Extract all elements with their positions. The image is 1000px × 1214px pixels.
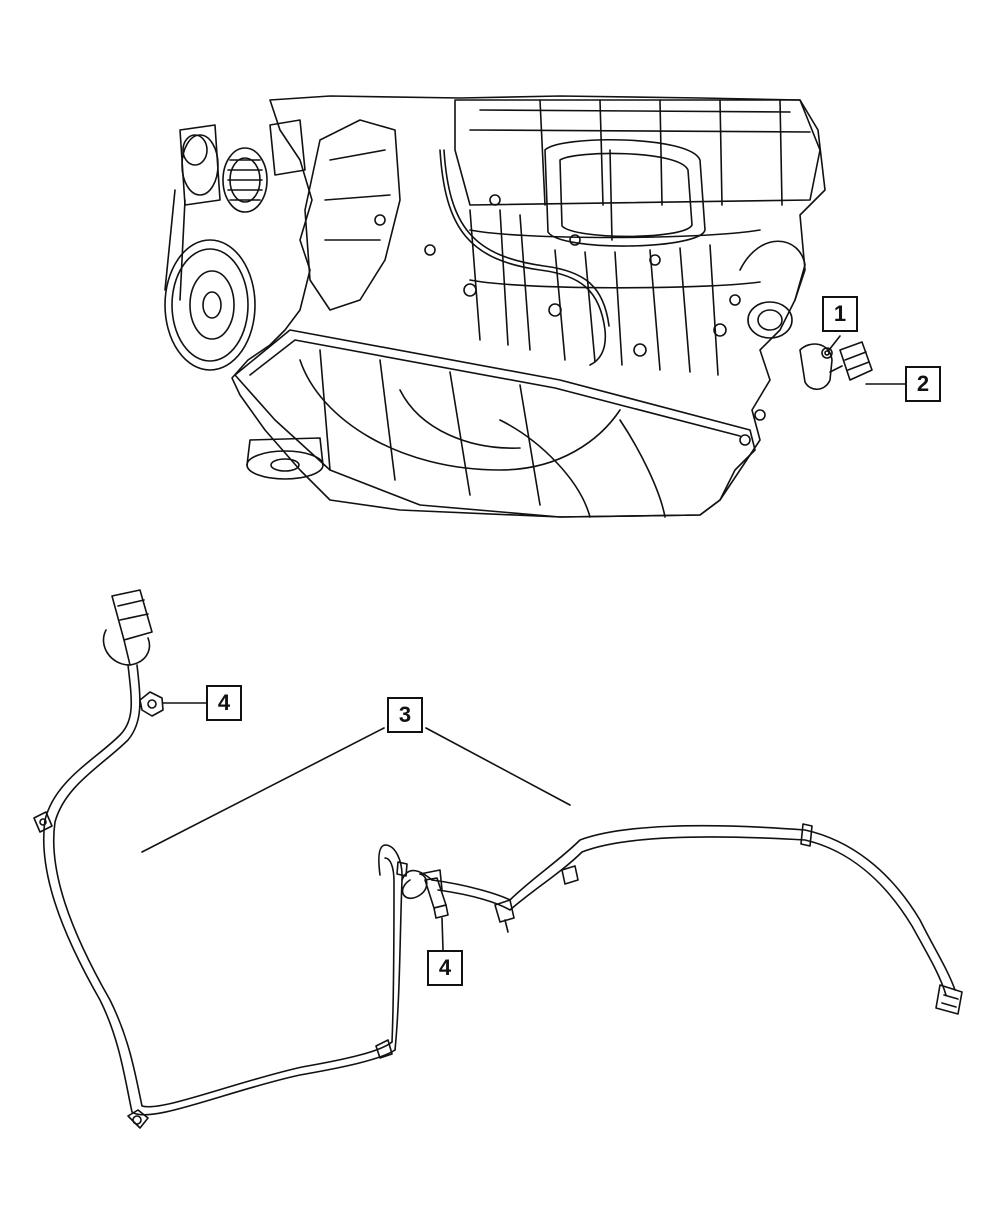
fuel-line [440,150,605,365]
engine-assembly [165,96,825,517]
wiring-harness [34,590,962,1128]
clip-left [34,812,52,832]
callout-2: 2 [905,366,941,402]
stud-nut-upper [140,692,163,716]
callout-3: 3 [387,697,423,733]
engine-block-outline [232,96,825,517]
harness-trunk-inner [54,665,392,1107]
clip-vertical [397,862,407,876]
leader-line-4-lower [442,918,443,950]
clip-bottom-corner [376,1040,392,1058]
clip-upper-branch [562,866,578,884]
harness-trunk-outer [44,665,395,1115]
leader-line-3-right [426,728,570,805]
leader-line-3-left [142,728,384,852]
connector-part [830,342,872,380]
callout-1: 1 [822,296,858,332]
oil-drain-boss [247,438,323,479]
callout-4-upper: 4 [206,685,242,721]
stud-nut-lower [425,878,448,918]
callout-4-lower: 4 [427,950,463,986]
valve-cover [455,100,820,205]
crankshaft-pulley [165,240,255,370]
harness-connector-right [936,985,962,1014]
sensor-part [800,344,832,389]
timing-cover [305,120,400,310]
harness-connector-top [112,590,152,640]
leader-line-1 [829,336,840,350]
band-clip [801,824,812,846]
oil-pan [235,330,755,517]
clip-mid [495,900,514,932]
clip-bottom-left [128,1110,148,1128]
accessory-pulleys [180,120,305,212]
sensor-housing [740,241,805,338]
